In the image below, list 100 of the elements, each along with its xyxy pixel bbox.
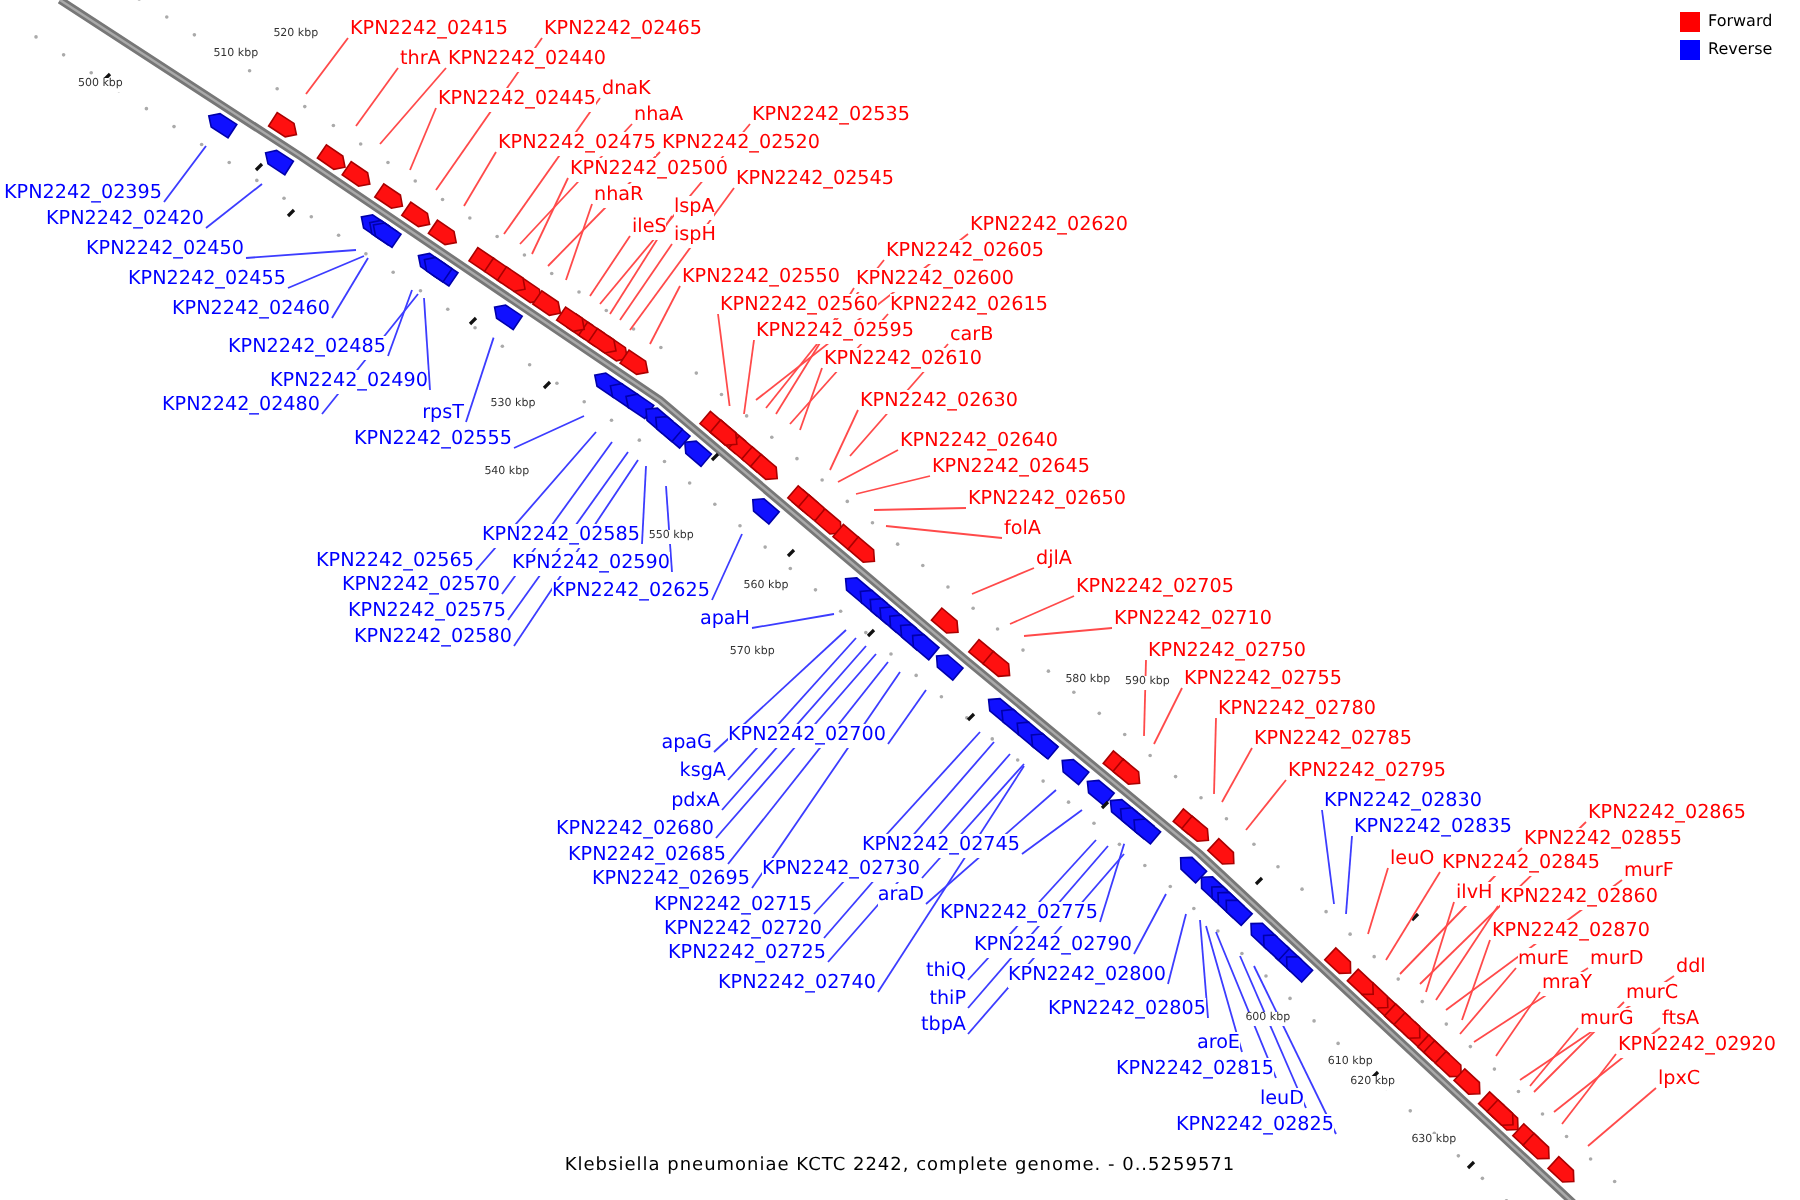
gene-label: murC — [1626, 982, 1679, 1006]
leader-line — [355, 67, 399, 127]
gene-label: KPN2242_02420 — [46, 208, 204, 232]
gene-label: KPN2242_02650 — [968, 488, 1126, 512]
leader-line — [1213, 717, 1217, 795]
gene-label: KPN2242_02600 — [856, 268, 1014, 292]
gene-label: djlA — [1036, 548, 1072, 572]
gene-label: nhaR — [594, 184, 644, 208]
legend-label: Forward — [1708, 12, 1773, 32]
leader-line — [1461, 939, 1491, 1021]
leader-line — [711, 533, 743, 601]
gene-label: KPN2242_02465 — [544, 18, 702, 42]
gene-label: leuD — [1259, 1088, 1304, 1112]
leader-line — [1023, 627, 1113, 637]
gene-label: KPN2242_02750 — [1148, 640, 1306, 664]
leader-line — [331, 257, 369, 319]
gene-label: pdxA — [671, 790, 720, 814]
gene-label: KPN2242_02700 — [728, 724, 886, 748]
leader-line — [205, 183, 263, 229]
gene-label: KPN2242_02605 — [886, 240, 1044, 264]
gene-label: lpxC — [1658, 1068, 1701, 1092]
leader-line — [531, 177, 569, 255]
leader-line — [649, 285, 681, 345]
gene-label: KPN2242_02740 — [718, 972, 876, 996]
gene-label: tbpA — [920, 1014, 966, 1038]
leader-line — [1221, 747, 1253, 803]
gene-label: KPN2242_02845 — [1442, 852, 1600, 876]
gene-label: KPN2242_02440 — [448, 48, 606, 72]
leader-line — [465, 336, 495, 423]
gene-label: KPN2242_02620 — [970, 214, 1128, 238]
leader-line — [305, 37, 349, 95]
gene-label: KPN2242_02830 — [1324, 790, 1482, 814]
leader-line — [971, 567, 1035, 595]
leader-line — [1245, 779, 1287, 831]
leader-line — [1345, 835, 1353, 915]
gene-label: KPN2242_02585 — [482, 524, 640, 548]
leader-line — [743, 339, 755, 415]
leader-line — [885, 525, 1003, 539]
gene-label: KPN2242_02595 — [756, 320, 914, 344]
gene-label: KPN2242_02715 — [654, 894, 812, 918]
gene-label: apaH — [699, 608, 750, 632]
leader-line — [641, 465, 647, 545]
gene-label: KPN2242_02625 — [552, 580, 710, 604]
gene-label: lspA — [674, 196, 715, 220]
leader-line — [423, 297, 431, 391]
gene-label: KPN2242_02680 — [556, 818, 714, 842]
gene-label: ilvH — [1456, 882, 1493, 906]
gene-label: KPN2242_02705 — [1076, 576, 1234, 600]
gene-label: KPN2242_02575 — [348, 600, 506, 624]
leader-line — [163, 145, 207, 203]
leader-line — [1529, 1027, 1579, 1087]
leader-line — [1199, 919, 1209, 1019]
leader-line — [873, 507, 967, 511]
leader-line — [751, 613, 835, 629]
gene-label: KPN2242_02445 — [438, 88, 596, 112]
leader-line — [727, 661, 889, 865]
leader-line — [609, 215, 673, 315]
gene-label: KPN2242_02535 — [752, 104, 910, 128]
leader-line — [463, 151, 497, 207]
gene-label: KPN2242_02570 — [342, 574, 500, 598]
leader-line — [1099, 842, 1126, 923]
gene-label: ksgA — [679, 760, 726, 784]
leader-line — [565, 203, 593, 281]
gene-label: KPN2242_02745 — [862, 834, 1020, 858]
gene-label: KPN2242_02775 — [940, 902, 1098, 926]
leader-line — [1021, 809, 1083, 855]
gene-label: KPN2242_02795 — [1288, 760, 1446, 784]
gene-label: KPN2242_02790 — [974, 934, 1132, 958]
gene-label: KPN2242_02415 — [350, 18, 508, 42]
leader-line — [1321, 809, 1335, 905]
leader-line — [387, 289, 413, 357]
leader-line — [1587, 1087, 1657, 1147]
leader-line — [713, 629, 847, 753]
gene-label: ileS — [632, 216, 667, 240]
gene-label: KPN2242_02800 — [1008, 964, 1166, 988]
gene-label: KPN2242_02550 — [682, 266, 840, 290]
leader-line — [1367, 867, 1389, 935]
gene-label: KPN2242_02865 — [1588, 802, 1746, 826]
gene-label: KPN2242_02590 — [512, 552, 670, 576]
gene-label: KPN2242_02785 — [1254, 728, 1412, 752]
gene-label: KPN2242_02730 — [762, 858, 920, 882]
gene-label: KPN2242_02835 — [1354, 816, 1512, 840]
leader-line — [1435, 905, 1499, 1001]
gene-label: KPN2242_02780 — [1218, 698, 1376, 722]
gene-label: KPN2242_02720 — [664, 918, 822, 942]
gene-label: KPN2242_02480 — [162, 394, 320, 418]
leader-line — [287, 255, 365, 289]
gene-label: mraY — [1542, 972, 1593, 996]
gene-label: araD — [877, 884, 924, 908]
leader-line — [799, 367, 823, 431]
leader-line — [1167, 913, 1187, 985]
leader-line — [877, 765, 1025, 993]
gene-label: KPN2242_02685 — [568, 844, 726, 868]
leader-line — [629, 187, 735, 331]
gene-label: apaG — [661, 732, 712, 756]
leader-line — [837, 449, 899, 483]
leader-line — [619, 243, 673, 321]
gene-label: KPN2242_02520 — [662, 132, 820, 156]
leader-line — [513, 415, 585, 449]
leader-line — [665, 485, 673, 573]
